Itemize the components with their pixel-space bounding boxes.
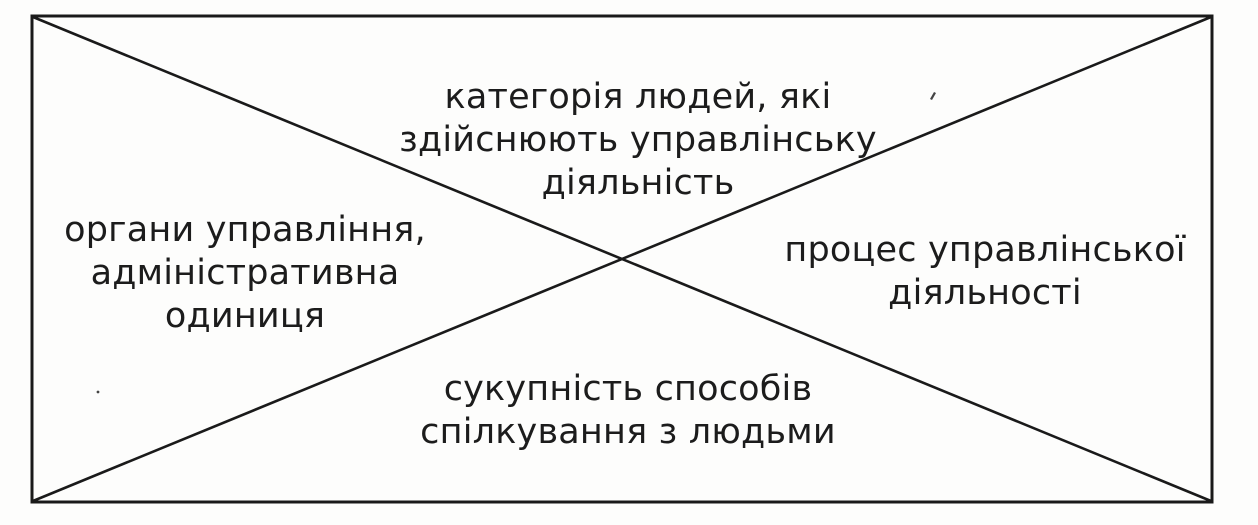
quadrant-top-line-1: категорія людей, які xyxy=(444,77,832,117)
print-dot xyxy=(96,390,100,394)
quadrant-left-line-3: одиниця xyxy=(164,296,326,336)
quadrant-left-line-1: органи управління, xyxy=(64,210,426,250)
quadrant-left-line-2: адміністративна xyxy=(90,253,400,293)
print-speck xyxy=(930,92,936,100)
quadrant-top-label: категорія людей, які здійснюють управлін… xyxy=(378,76,898,205)
quadrant-bottom-line-1: сукупність способів xyxy=(443,369,813,409)
quadrant-bottom-line-2: спілкування з людьми xyxy=(420,412,836,452)
diagonal-bottom-left-to-top-right xyxy=(32,15,1212,503)
quadrant-right-line-2: діяльності xyxy=(888,273,1082,313)
quadrant-top-line-3: діяльність xyxy=(541,163,735,203)
quadrant-right-line-1: процес управлінської xyxy=(784,230,1186,270)
quadrant-bottom-label: сукупність способів спілкування з людьми xyxy=(398,368,858,454)
quadrant-top-line-2: здійснюють управлінську xyxy=(399,120,877,160)
quadrant-left-label: органи управління, адміністративна одини… xyxy=(50,209,440,338)
outer-frame xyxy=(30,14,1214,504)
quadrant-right-label: процес управлінської діяльності xyxy=(780,229,1190,315)
